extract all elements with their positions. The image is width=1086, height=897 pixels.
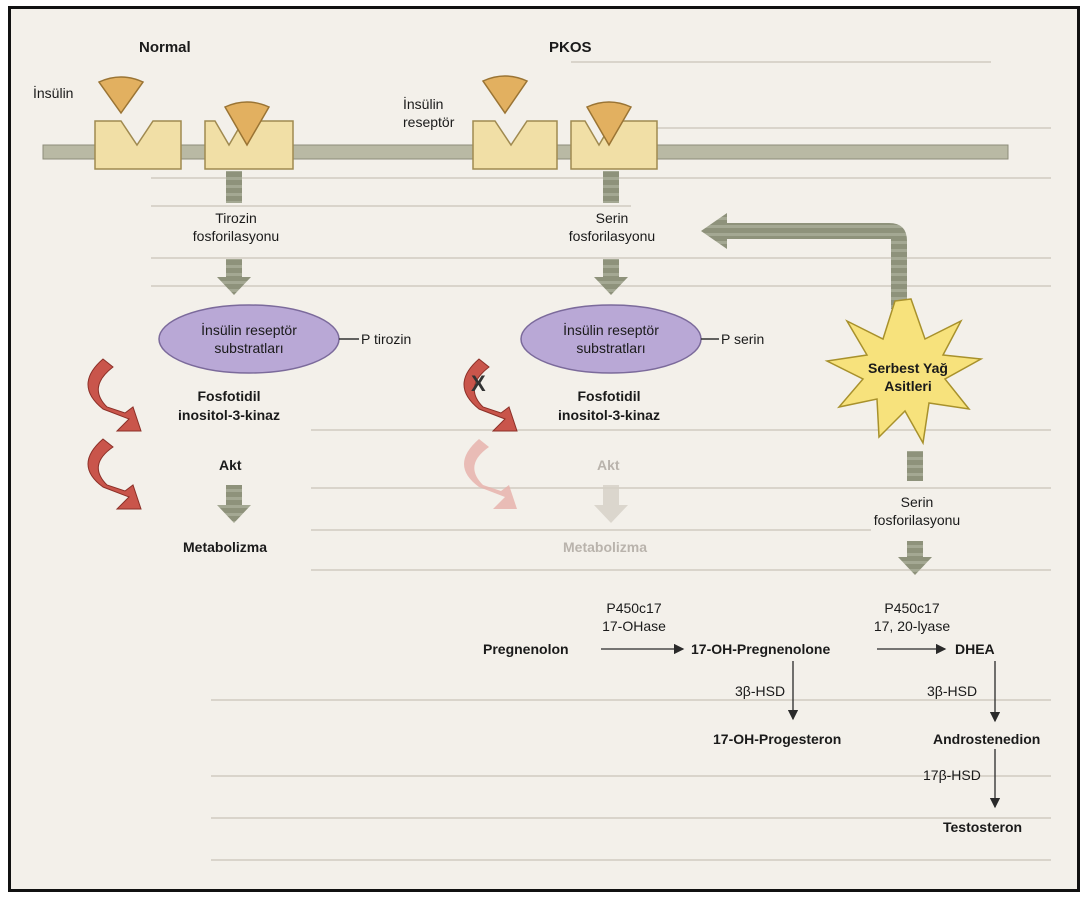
bound-insulin-molecule xyxy=(223,101,271,147)
ffa-label: Serbest Yağ Asitleri xyxy=(843,359,973,395)
serine-phosphorylation-label: Serin fosforilasyonu xyxy=(557,209,667,245)
substrate-line-2: substratları xyxy=(576,340,646,356)
akt-label-normal: Akt xyxy=(219,457,242,473)
signal-stem xyxy=(907,451,923,481)
normal-title: Normal xyxy=(139,39,191,56)
phospho-line-1: Serin xyxy=(900,494,934,510)
insulin-receptor-label: İnsülin reseptör xyxy=(403,95,454,131)
insulin-receptor xyxy=(94,120,182,170)
enzyme-line-2: 17-OHase xyxy=(602,618,666,634)
background-line xyxy=(571,61,991,63)
phospho-line-2: fosforilasyonu xyxy=(873,512,961,528)
background-line xyxy=(151,205,631,207)
androstenedione-label: Androstenedion xyxy=(933,731,1041,747)
pathway-graphics xyxy=(42,75,1009,809)
phospho-line-1: Serin xyxy=(595,210,629,226)
background-line xyxy=(151,285,1051,287)
pi3k-label-normal: Fosfotidil inositol-3-kinaz xyxy=(159,387,299,425)
akt-label-pcos: Akt xyxy=(597,457,620,473)
dhea-label: DHEA xyxy=(955,641,995,657)
pi3k-label-pcos: Fosfotidil inositol-3-kinaz xyxy=(539,387,679,425)
down-arrow xyxy=(217,259,251,295)
ffa-line-2: Asitleri xyxy=(884,378,932,394)
enzyme-17-ohase: P450c17 17-OHase xyxy=(589,599,679,635)
background-line xyxy=(211,699,1051,701)
pcos-title: PKOS xyxy=(549,39,592,56)
background-line xyxy=(311,487,1051,489)
diagram-frame: Normal İnsülin Tirozin fosforilasyonu İn… xyxy=(8,6,1080,892)
enzyme-17-20-lyase: P450c17 17, 20-lyase xyxy=(857,599,967,635)
pi3k-line-1: Fosfotidil xyxy=(577,388,641,404)
down-arrow xyxy=(898,541,932,575)
faded-curved-arrow xyxy=(464,439,517,509)
background-line xyxy=(151,257,1051,259)
substrate-label-normal: İnsülin reseptör substratları xyxy=(161,321,337,357)
blocked-curved-arrow xyxy=(463,358,518,432)
pi3k-line-1: Fosfotidil xyxy=(197,388,261,404)
substrate-line-2: substratları xyxy=(214,340,284,356)
ffa-serine-phosphorylation-label: Serin fosforilasyonu xyxy=(857,493,977,529)
background-line xyxy=(151,177,1051,179)
insulin-molecule xyxy=(97,76,145,115)
ffa-line-1: Serbest Yağ xyxy=(868,360,948,376)
p-tyrosine-label: P tirozin xyxy=(361,331,412,347)
pi3k-line-2: inositol-3-kinaz xyxy=(558,407,660,423)
receptor-line-1: İnsülin xyxy=(403,96,444,112)
tyrosine-phosphorylation-label: Tirozin fosforilasyonu xyxy=(181,209,291,245)
phospho-line-1: Tirozin xyxy=(215,210,257,226)
signal-stem xyxy=(226,171,242,203)
down-arrow xyxy=(594,259,628,295)
enzyme-line-1: P450c17 xyxy=(606,600,662,616)
substrate-line-1: İnsülin reseptör xyxy=(201,322,297,338)
background-line xyxy=(211,817,1051,819)
background-line xyxy=(311,429,1051,431)
free-fatty-acids-star xyxy=(824,298,984,446)
curved-arrow xyxy=(87,438,142,510)
substrate-line-1: İnsülin reseptör xyxy=(563,322,659,338)
3b-hsd-label-1: 3β-HSD xyxy=(735,683,786,699)
phospho-line-2: fosforilasyonu xyxy=(192,228,280,244)
17b-hsd-label: 17β-HSD xyxy=(923,767,981,783)
17-oh-pregnenolone-label: 17-OH-Pregnenolone xyxy=(691,641,831,657)
enzyme-line-1: P450c17 xyxy=(884,600,940,616)
phospho-line-2: fosforilasyonu xyxy=(568,228,656,244)
metabolism-label-normal: Metabolizma xyxy=(183,539,268,555)
signal-stem xyxy=(603,171,619,203)
receptor-line-2: reseptör xyxy=(403,114,455,130)
enzyme-line-2: 17, 20-lyase xyxy=(873,618,951,634)
17-oh-progesterone-label: 17-OH-Progesteron xyxy=(713,731,842,747)
pregnenolone-label: Pregnenolon xyxy=(483,641,569,657)
faded-down-arrow xyxy=(594,485,628,523)
metabolism-label-pcos: Metabolizma xyxy=(563,539,648,555)
background-line xyxy=(211,859,1051,861)
insulin-molecule xyxy=(481,75,529,115)
testosterone-label: Testosteron xyxy=(943,819,1023,835)
insulin-receptor xyxy=(570,120,658,170)
insulin-receptor xyxy=(472,120,558,170)
insulin-receptor xyxy=(204,120,294,170)
3b-hsd-label-2: 3β-HSD xyxy=(927,683,978,699)
background-line xyxy=(311,569,1051,571)
curved-arrow xyxy=(87,358,142,432)
down-arrow xyxy=(217,485,251,523)
ffa-serine-arrow xyxy=(701,213,907,309)
insulin-label: İnsülin xyxy=(33,85,74,101)
bound-insulin-molecule xyxy=(585,101,633,147)
block-mark: X xyxy=(471,371,486,396)
background-line xyxy=(211,775,1051,777)
background-line xyxy=(311,529,871,531)
pi3k-line-2: inositol-3-kinaz xyxy=(178,407,280,423)
substrate-label-pcos: İnsülin reseptör substratları xyxy=(523,321,699,357)
p-serine-label: P serin xyxy=(721,331,765,347)
background-line xyxy=(611,127,1051,129)
